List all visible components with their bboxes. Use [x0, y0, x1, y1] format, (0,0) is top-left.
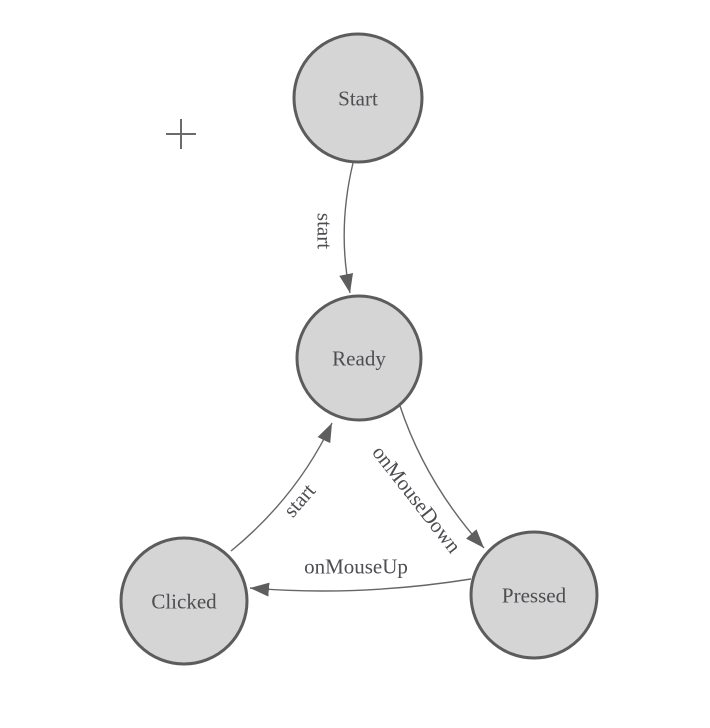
edges-layer	[230, 162, 485, 597]
state-node-circle-ready[interactable]	[295, 294, 423, 422]
state-node-circle-start[interactable]	[292, 32, 424, 164]
transition-edge-ready-pressed[interactable]	[399, 405, 485, 549]
state-node-label-start: Start	[338, 86, 378, 110]
transition-label-pressed-clicked: onMouseUp	[304, 554, 408, 578]
state-node-circle-pressed[interactable]	[469, 530, 599, 660]
state-node-ready[interactable]: Ready	[295, 294, 423, 422]
transition-label-clicked-ready: start	[278, 479, 320, 522]
state-node-label-ready: Ready	[332, 346, 386, 370]
plus-crosshair-icon	[166, 119, 196, 149]
state-node-start[interactable]: Start	[292, 32, 424, 164]
transition-label-start-ready: start	[313, 213, 337, 249]
state-node-clicked[interactable]: Clicked	[119, 536, 249, 666]
state-node-label-pressed: Pressed	[502, 583, 567, 607]
transition-label-ready-pressed: onMouseDown	[367, 441, 466, 558]
state-node-label-clicked: Clicked	[151, 589, 217, 613]
transition-edge-pressed-clicked[interactable]	[249, 578, 472, 597]
transition-edge-clicked-ready[interactable]	[230, 422, 333, 552]
state-node-pressed[interactable]: Pressed	[469, 530, 599, 660]
state-node-circle-clicked[interactable]	[119, 536, 249, 666]
transition-edge-start-ready[interactable]	[339, 162, 354, 294]
